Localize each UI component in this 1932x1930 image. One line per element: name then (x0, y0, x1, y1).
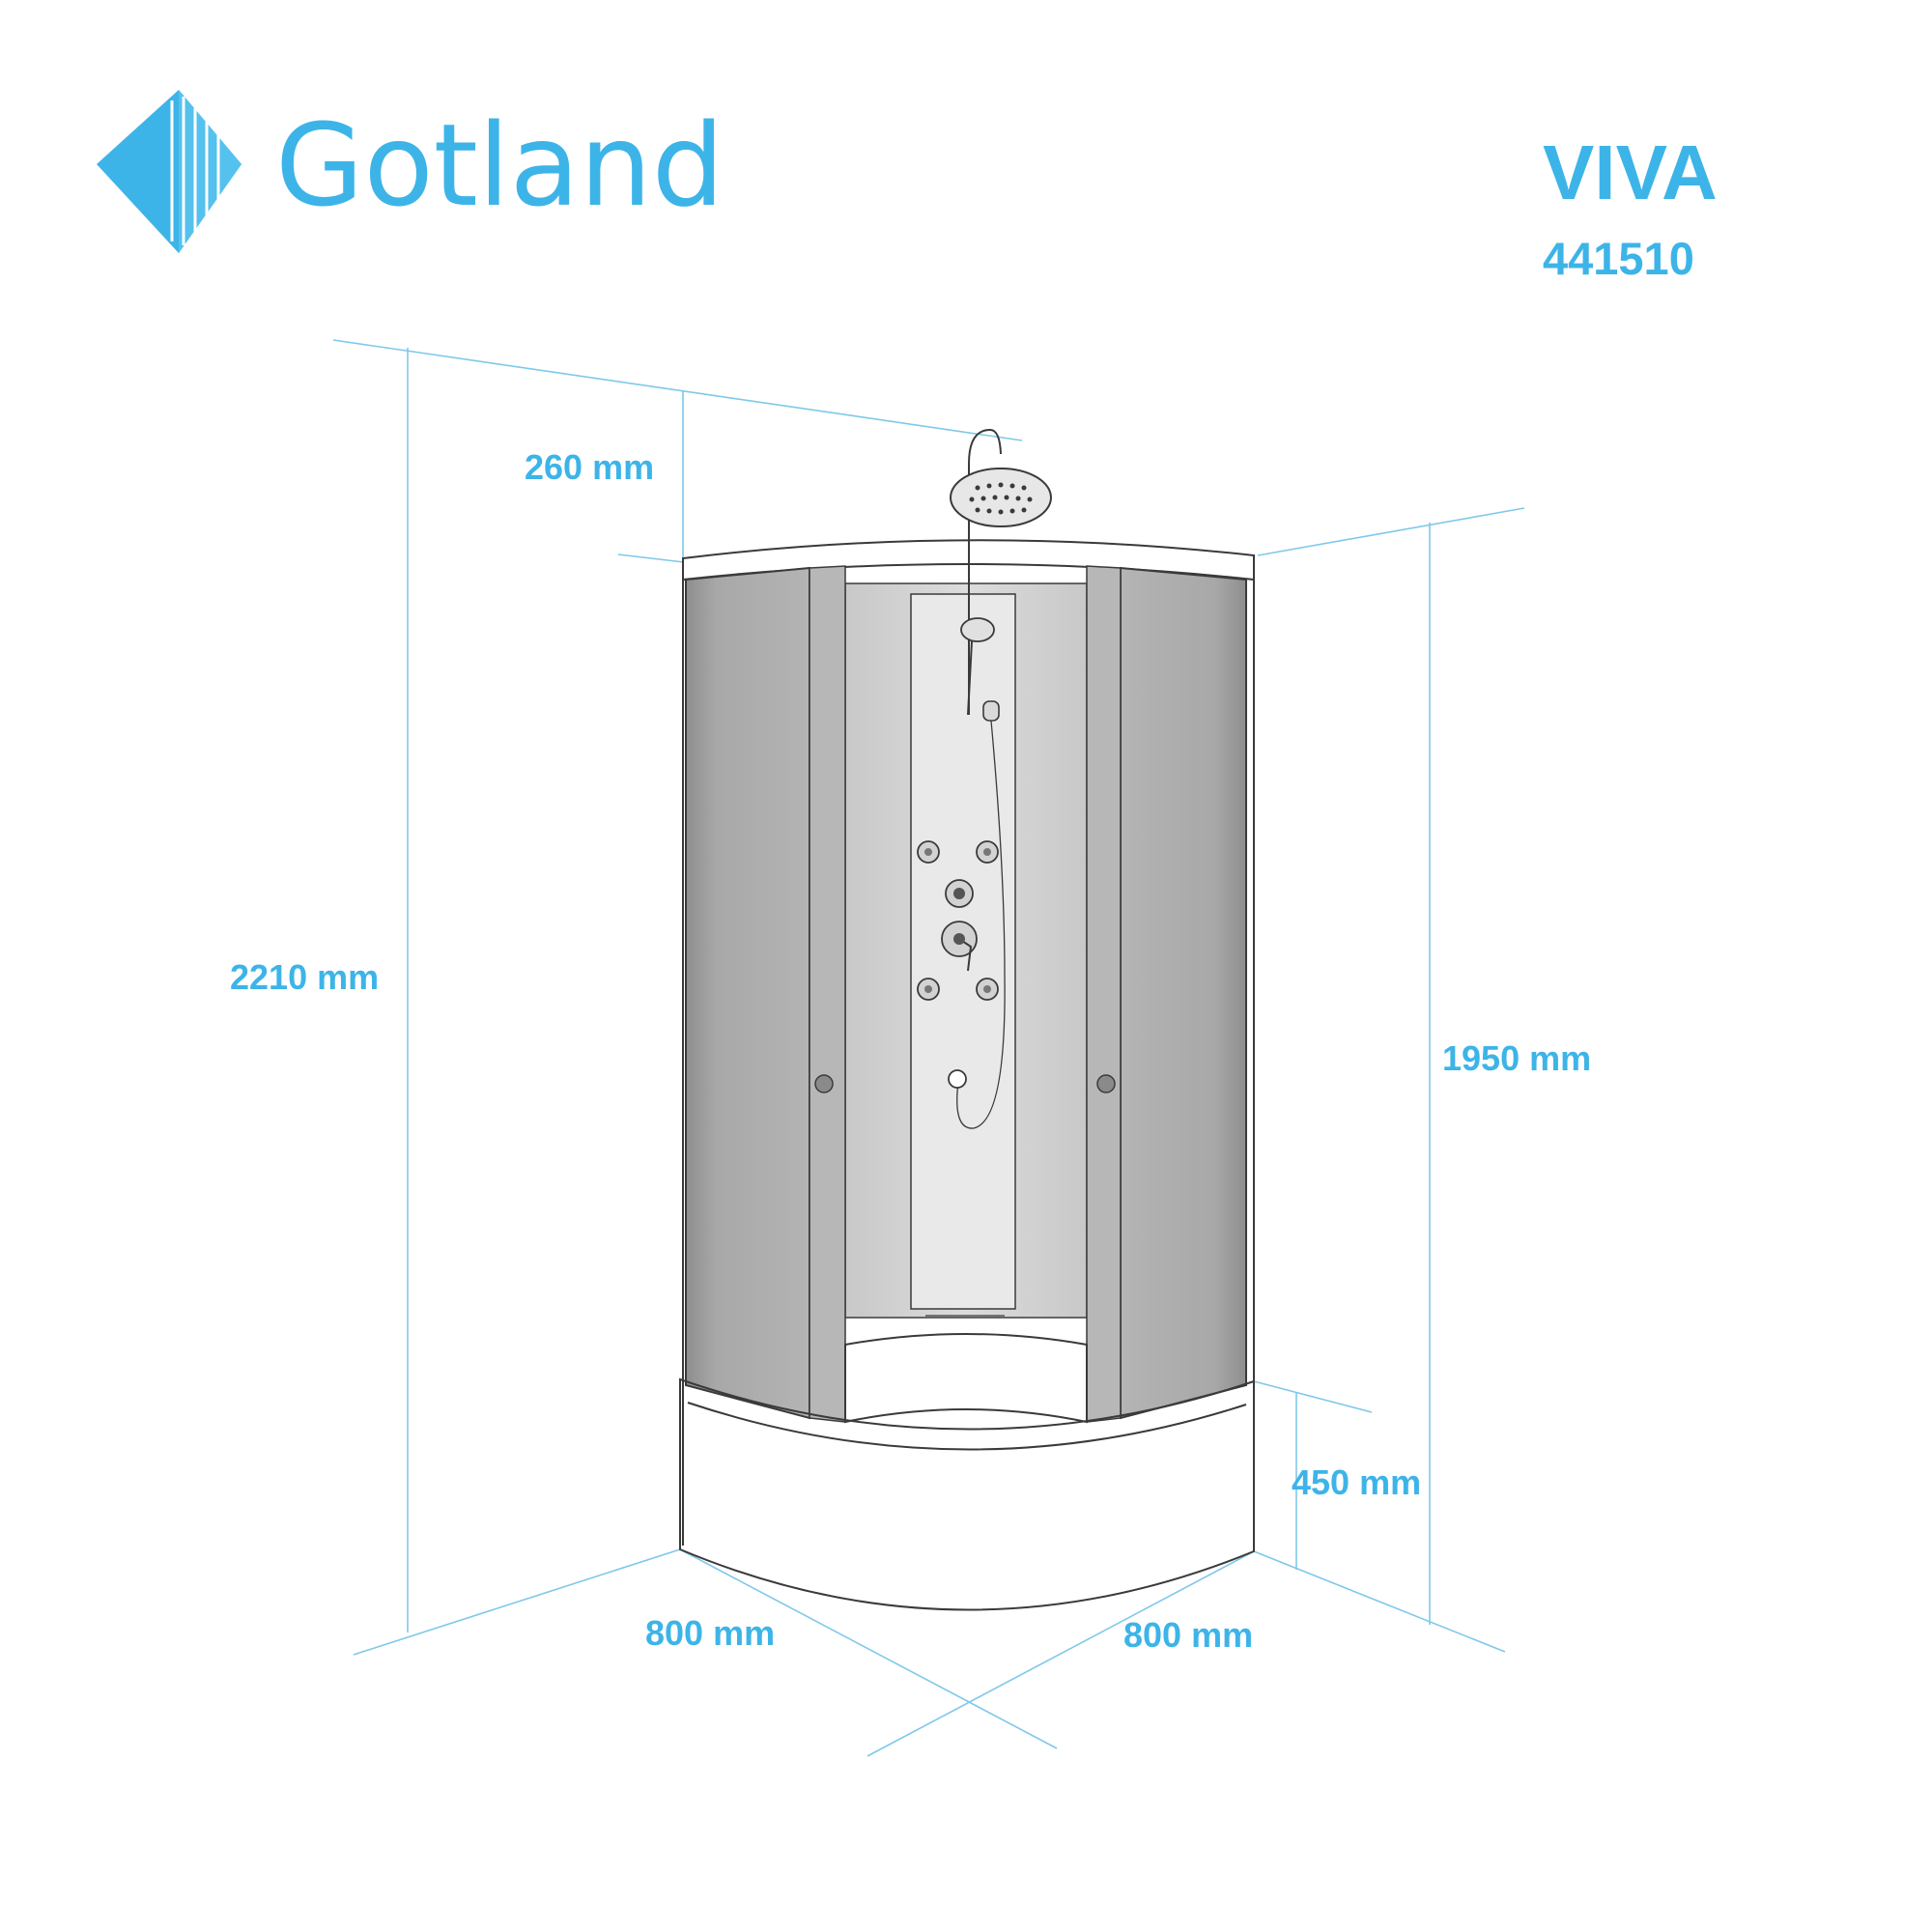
dimension-glass-height: 1950 mm (1442, 1038, 1591, 1078)
brand-logo: Gotland (97, 90, 724, 253)
dimension-total-height: 2210 mm (230, 957, 379, 997)
dimension-top-depth: 260 mm (525, 447, 654, 487)
dimension-tray-height: 450 mm (1292, 1462, 1421, 1502)
hand-shower-icon (956, 617, 1006, 1129)
dimension-width-left: 800 mm (645, 1613, 775, 1653)
shower-cabin (679, 428, 1255, 1611)
rain-shower-icon (950, 428, 1052, 553)
dimension-lines (332, 339, 1525, 1757)
brand-name: Gotland (275, 99, 724, 232)
mixer-control-icon (941, 879, 978, 972)
model-code: 441510 (1543, 233, 1694, 284)
model-name: VIVA (1543, 129, 1718, 215)
dimension-width-right: 800 mm (1123, 1615, 1253, 1655)
diamond-logo-icon (97, 90, 242, 253)
